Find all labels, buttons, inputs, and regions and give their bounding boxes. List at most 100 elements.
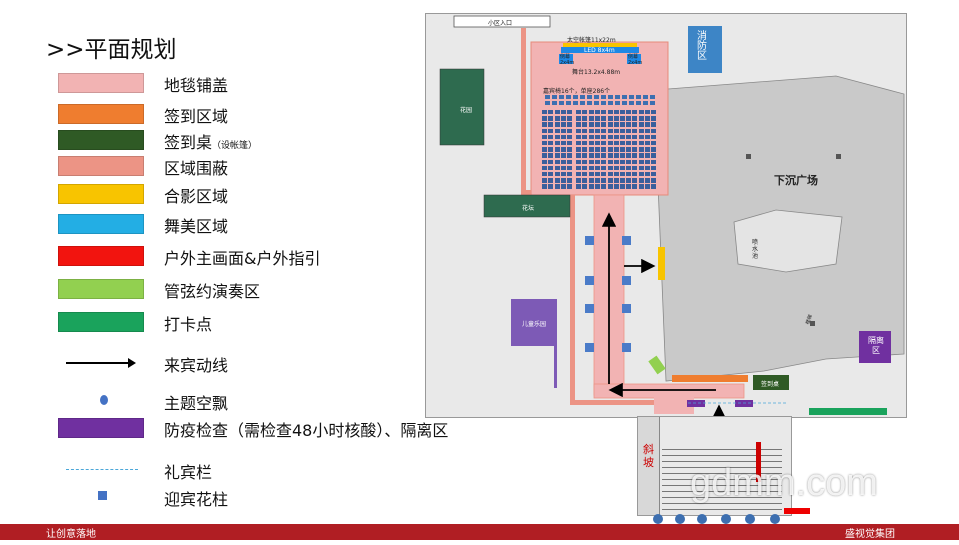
seat <box>632 141 638 146</box>
pillar-icon <box>98 491 107 500</box>
legend-swatch <box>58 156 144 176</box>
seat <box>638 122 644 127</box>
seat <box>613 110 619 115</box>
seat <box>548 134 554 140</box>
seat <box>548 165 554 171</box>
stair-step <box>662 473 782 474</box>
seat <box>632 128 638 133</box>
seat <box>629 95 634 99</box>
legend-swatch <box>58 184 144 204</box>
seat <box>594 178 600 183</box>
seat <box>651 159 657 164</box>
seat <box>594 184 600 189</box>
seat <box>650 95 655 99</box>
seat <box>632 122 638 127</box>
seat <box>644 153 650 158</box>
seat <box>626 128 631 133</box>
seat <box>548 172 554 177</box>
seat <box>548 110 554 115</box>
seat <box>601 184 607 189</box>
seat <box>542 134 547 140</box>
seat <box>626 184 631 189</box>
carpet-entrance <box>654 394 694 414</box>
ramp-label: 斜坡 <box>643 443 654 469</box>
seat <box>582 172 588 177</box>
seat <box>651 116 657 121</box>
seat <box>601 147 607 152</box>
seat <box>643 95 648 99</box>
side-screen-left <box>559 54 573 64</box>
seat <box>554 153 560 158</box>
seat <box>548 122 554 127</box>
seat <box>626 147 631 152</box>
seat <box>560 122 566 127</box>
seat <box>567 165 573 171</box>
seat <box>560 172 566 177</box>
seat <box>644 110 650 115</box>
seat <box>554 165 560 171</box>
seat <box>601 122 607 127</box>
tent-title-label: 太空帐篷11x22m <box>567 37 616 44</box>
rail-bottom <box>570 400 660 405</box>
seat <box>638 110 644 115</box>
seat <box>554 172 560 177</box>
seat <box>542 141 547 146</box>
seat <box>620 165 626 171</box>
plaza-label: 下沉广场 <box>774 174 818 187</box>
welcome-pillar <box>585 343 594 352</box>
seat <box>567 122 573 127</box>
seat <box>620 122 626 127</box>
stair-step <box>662 461 782 462</box>
stair-step <box>662 467 782 468</box>
side-screen-right <box>627 54 641 64</box>
seat <box>644 134 650 140</box>
kids-park-block <box>511 299 557 346</box>
seat <box>542 165 547 171</box>
seat <box>626 165 631 171</box>
legend-label: 来宾动线 <box>164 356 229 375</box>
checkin-label: 签到桌 <box>761 381 780 388</box>
seat <box>560 128 566 133</box>
seat <box>601 116 607 121</box>
floor-plan-map: 小区入口 太空帐篷11x22m LED 8x4m 侧幕 2x4m 侧幕 2x4m… <box>425 13 907 418</box>
seat <box>588 122 594 127</box>
seat <box>601 110 607 115</box>
legend-label: 礼宾栏 <box>164 463 213 482</box>
legend-label: 迎宾花柱 <box>164 490 229 509</box>
garden-block <box>439 68 485 146</box>
seat <box>607 116 613 121</box>
seat <box>644 165 650 171</box>
seat <box>548 116 554 121</box>
garden-label: 花园 <box>460 107 473 114</box>
seat <box>613 184 619 189</box>
plaza-marker <box>746 154 751 159</box>
seat <box>588 184 594 189</box>
seat <box>588 178 594 183</box>
legend-label: 合影区域 <box>164 187 229 206</box>
welcome-pillar <box>622 304 631 313</box>
seat <box>554 110 560 115</box>
page-title: >>平面规划 <box>46 37 177 63</box>
seat <box>576 122 581 127</box>
seat <box>607 147 613 152</box>
seat <box>626 134 631 140</box>
seat <box>643 101 648 105</box>
seat <box>651 153 657 158</box>
seat <box>560 153 566 158</box>
entrance-label: 小区入口 <box>488 20 513 27</box>
led-screen <box>561 47 639 53</box>
legend-label: 防疫检查（需检查48小时核酸）、隔离区 <box>164 421 449 440</box>
seats-label: 嘉宾椅16个，单座286个 <box>543 88 611 95</box>
seat <box>613 122 619 127</box>
seat <box>548 153 554 158</box>
seat <box>542 178 547 183</box>
side-screen-right-label: 侧幕 2x4m <box>628 54 643 66</box>
seat <box>580 101 585 105</box>
seat <box>601 141 607 146</box>
seat <box>632 147 638 152</box>
seat <box>650 101 655 105</box>
seat <box>607 134 613 140</box>
legend-swatch <box>58 312 144 332</box>
seat <box>554 184 560 189</box>
stair-step <box>662 503 782 504</box>
